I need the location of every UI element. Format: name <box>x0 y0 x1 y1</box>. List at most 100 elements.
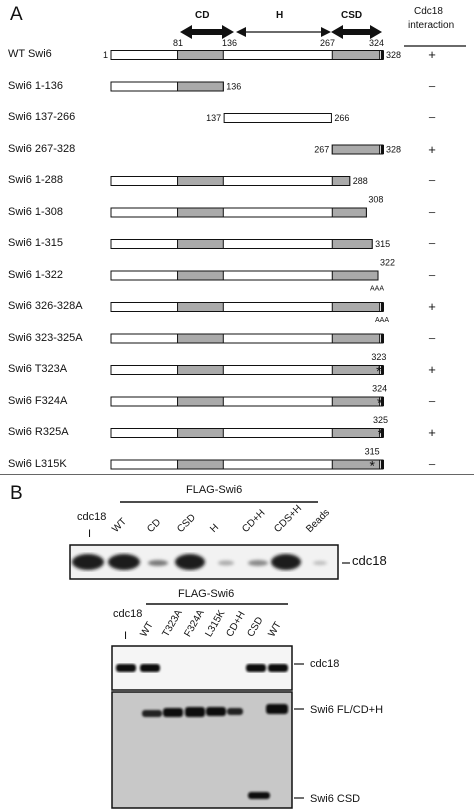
mutation-star-icon: * <box>378 426 384 442</box>
construct-label: Swi6 1-308 <box>8 205 64 218</box>
blot1-cdc18-band-label: cdc18 <box>352 553 387 568</box>
domain-box <box>177 396 224 407</box>
c-terminal-cap <box>381 397 384 406</box>
mutation-star-icon: * <box>376 363 382 379</box>
blot2-swi6-fl-band-label: Swi6 FL/CD+H <box>310 704 384 716</box>
end-residue-label: 266 <box>334 113 349 123</box>
interaction-result: − <box>428 173 436 188</box>
construct-bar <box>110 207 367 218</box>
position-136-label: 136 <box>222 38 238 48</box>
residue-note-label: 308 <box>368 195 383 205</box>
domain-box <box>331 207 367 218</box>
domain-box <box>177 302 224 312</box>
lane-label: H <box>208 522 222 535</box>
c-terminal-cap <box>381 365 384 375</box>
interaction-header-line2: interaction <box>408 20 455 31</box>
domain-box <box>177 428 224 438</box>
alanine-substitution-label: AAA <box>375 317 389 324</box>
lane-label: WT <box>266 620 284 639</box>
construct-label: Swi6 323-325A <box>8 331 83 344</box>
domain-box <box>177 176 224 186</box>
csd-domain-label: CSD <box>341 10 363 21</box>
lane-label: WT <box>110 516 129 535</box>
c-terminal-cap <box>381 50 384 60</box>
domain-box <box>331 239 373 249</box>
construct-label: Swi6 137-266 <box>8 111 76 123</box>
residue-note-label: 323 <box>371 352 386 362</box>
construct-bar <box>110 50 384 60</box>
interaction-result: − <box>428 330 436 346</box>
lane-label: CSD <box>245 615 266 639</box>
lane-label: Beads <box>304 507 333 535</box>
domain-box <box>177 459 224 470</box>
lane-label: F324A <box>182 607 207 639</box>
start-residue-label: 267 <box>314 145 329 155</box>
domain-box <box>331 365 381 375</box>
residue-note-label: 325 <box>373 415 388 425</box>
construct-label: Swi6 R325A <box>8 426 69 438</box>
interaction-result: − <box>428 393 436 409</box>
construct-label: Swi6 326-328A <box>8 300 83 312</box>
end-residue-label: 288 <box>353 176 368 186</box>
domain-box <box>177 81 224 92</box>
lane-label: WT <box>138 620 156 639</box>
construct-bar <box>110 302 384 312</box>
lane-label: CSD <box>175 512 198 535</box>
domain-box <box>331 270 379 281</box>
end-residue-label: 315 <box>375 239 390 249</box>
construct-bar <box>110 459 384 470</box>
interaction-result: + <box>428 362 436 377</box>
construct-bar <box>110 428 384 438</box>
lane-label: CD+H <box>240 507 268 535</box>
construct-bar <box>223 113 332 123</box>
construct-bar <box>110 239 373 249</box>
mutation-star-icon: * <box>369 458 375 471</box>
lane-label: I <box>88 528 92 540</box>
domain-box <box>177 365 224 375</box>
interaction-result: + <box>428 47 436 62</box>
interaction-result: − <box>428 456 436 472</box>
domain-box <box>177 207 224 218</box>
mutation-star-icon: * <box>377 395 383 411</box>
domain-box <box>177 239 224 249</box>
c-terminal-cap <box>381 145 384 154</box>
domain-box <box>177 333 224 344</box>
end-residue-label: 328 <box>386 145 401 155</box>
residue-note-label: 322 <box>380 258 395 268</box>
c-terminal-cap <box>381 302 384 312</box>
cd-domain-label: CD <box>195 10 210 21</box>
end-residue-label: 136 <box>226 82 241 92</box>
blot2-swi6-csd-band-label: Swi6 CSD <box>310 793 361 805</box>
blot1-cdc18-header: cdc18 <box>77 511 107 523</box>
c-terminal-cap <box>381 428 384 438</box>
lane-label: CDS+H <box>272 503 305 535</box>
interaction-result: − <box>428 78 436 94</box>
domain-box <box>331 50 381 60</box>
lane-label: I <box>124 630 128 642</box>
domain-arrows <box>180 25 466 47</box>
domain-box <box>331 333 381 344</box>
blot2-top-film <box>111 645 304 691</box>
start-residue-label: 137 <box>206 113 221 123</box>
interaction-result: + <box>428 299 436 314</box>
position-324-label: 324 <box>369 38 385 48</box>
end-residue-label: 328 <box>386 50 401 60</box>
residue-note-label: 324 <box>372 384 387 394</box>
construct-bar <box>110 365 384 375</box>
construct-bar <box>110 270 379 281</box>
construct-label: Swi6 267-328 <box>8 142 76 155</box>
construct-bar <box>110 81 224 92</box>
domain-box <box>331 396 381 407</box>
panel-a-letter: A <box>10 4 23 25</box>
domain-box <box>331 428 381 438</box>
construct-bar <box>110 333 384 344</box>
c-terminal-cap <box>381 460 384 469</box>
interaction-result: − <box>428 236 436 251</box>
construct-label: WT Swi6 <box>8 48 52 60</box>
blot2-bottom-film <box>111 691 304 809</box>
construct-label: Swi6 T323A <box>8 363 68 375</box>
construct-label: Swi6 1-288 <box>8 174 64 186</box>
blot2-cdc18-band-label: cdc18 <box>310 658 340 670</box>
position-81-label: 81 <box>173 38 184 48</box>
blot1-film <box>69 544 350 580</box>
